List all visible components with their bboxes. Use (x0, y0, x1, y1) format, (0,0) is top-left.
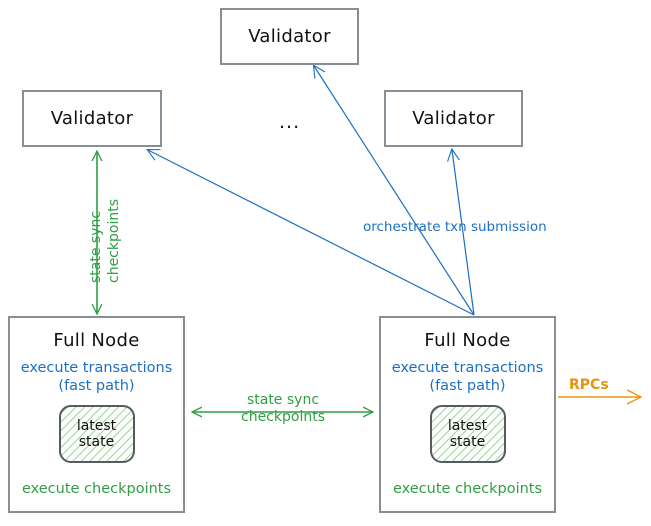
fullnode-left-title: Full Node (53, 330, 140, 351)
node-validator-top[interactable]: Validator (220, 8, 359, 65)
node-fullnode-left[interactable]: Full Node execute transactions (fast pat… (8, 316, 185, 513)
fullnode-right-execute-line1: execute transactions (391, 360, 544, 376)
fullnode-left-state-line2: state (78, 434, 115, 451)
fullnode-left-execute-checkpoints: execute checkpoints (21, 481, 172, 497)
validator-right-label: Validator (412, 108, 495, 129)
validator-left-label: Validator (50, 108, 134, 129)
edge-label-fullnode-sync-line1: state sync (246, 392, 320, 408)
edge-label-validator-left-state-sync: state sync (88, 210, 104, 283)
fullnode-right-title: Full Node (424, 330, 511, 351)
validators-ellipsis: ... (279, 111, 301, 133)
node-fullnode-right[interactable]: Full Node execute transactions (fast pat… (379, 316, 556, 513)
fullnode-left-execute-line1: execute transactions (20, 360, 173, 376)
node-validator-right[interactable]: Validator (384, 90, 523, 147)
fullnode-left-execute-line2: (fast path) (58, 378, 135, 395)
fullnode-left-latest-state-box[interactable]: latest state (58, 405, 135, 464)
edge-label-validator-left-checkpoints: checkpoints (106, 199, 122, 283)
fullnode-right-state-line2: state (449, 434, 486, 451)
edge-label-fullnode-sync-line2: checkpoints (241, 408, 325, 425)
fullnode-left-execute-transactions: execute transactions (fast path) (21, 359, 173, 395)
validator-top-label: Validator (248, 26, 331, 47)
fullnode-right-execute-transactions: execute transactions (fast path) (392, 359, 544, 395)
edge-label-orchestrate-txn-submission: orchestrate txn submission (363, 219, 547, 235)
node-validator-left[interactable]: Validator (22, 90, 162, 147)
fullnode-left-state-line1: latest (76, 418, 117, 435)
edge-label-fullnode-state-sync: state sync checkpoints (228, 392, 338, 426)
fullnode-right-execute-line2: (fast path) (429, 378, 506, 395)
edge-label-rpcs: RPCs (569, 377, 609, 393)
fullnode-right-state-line1: latest (447, 418, 488, 435)
fullnode-right-execute-checkpoints: execute checkpoints (392, 481, 543, 497)
fullnode-right-latest-state-box[interactable]: latest state (429, 405, 506, 464)
edge-orchestrate-txn-submission (148, 66, 475, 316)
